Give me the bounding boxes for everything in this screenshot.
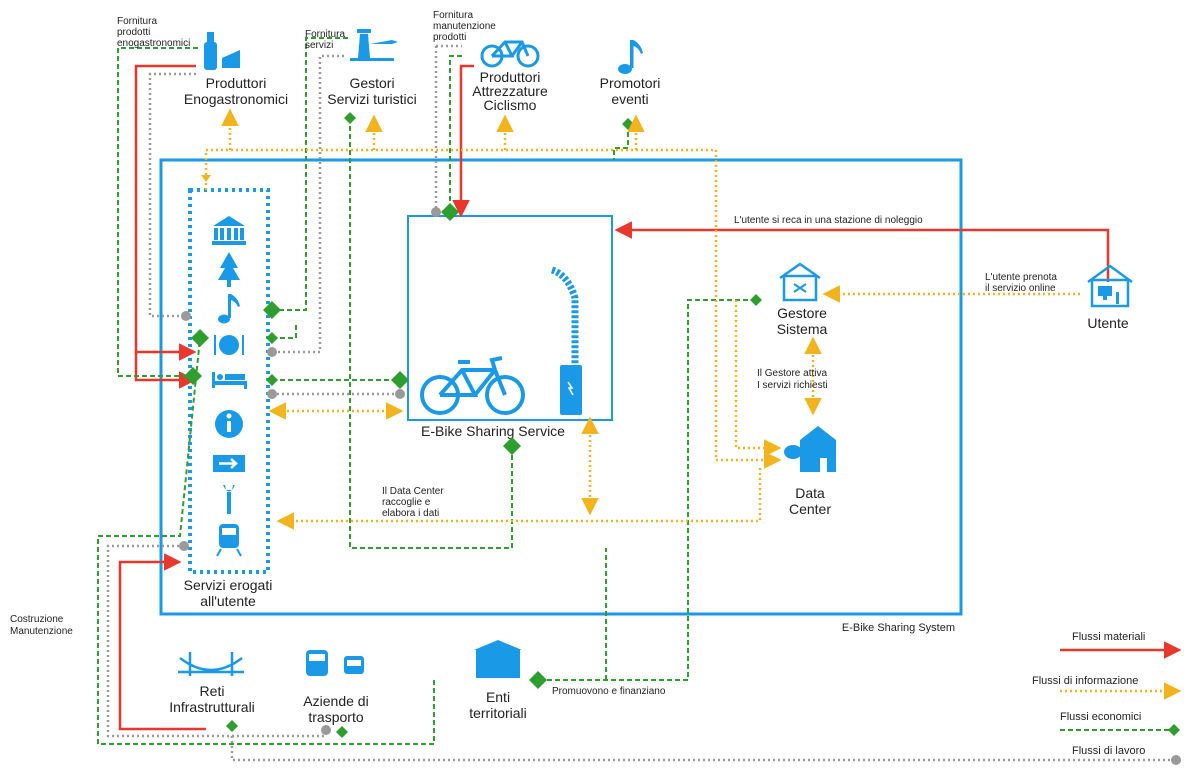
utente-prenota-2: il servizio online [985, 283, 1056, 294]
service-title: E-Bike Sharing Service [421, 423, 565, 439]
enti-label-2: territoriali [469, 705, 527, 721]
utente-stazione-note: L'utente si reca in una stazione di nole… [734, 215, 923, 226]
costruzione-2: Manutenzione [10, 626, 73, 637]
wrench-icon [223, 485, 235, 514]
promotori-label-1: Promotori [600, 75, 661, 91]
train-bus-icon [306, 650, 364, 676]
data-center-note-3: elabora i dati [382, 508, 439, 519]
reti-label-1: Reti [200, 683, 225, 699]
fornitura-man-1: Fornitura [433, 10, 473, 21]
economic-markers [194, 112, 762, 738]
cheese-icon [222, 50, 240, 68]
legend-work-marker [1171, 755, 1181, 765]
fornitura-eno-1: Fornitura [117, 16, 157, 27]
utente-prenota-1: L'utente prenota [985, 272, 1057, 283]
legend-work-label: Flussi di lavoro [1072, 745, 1145, 757]
museum-icon [212, 216, 246, 245]
enti-label-1: Enti [486, 689, 510, 705]
promotori-label-2: eventi [611, 91, 648, 107]
utente-label: Utente [1087, 315, 1128, 331]
legend: Flussi materiali Flussi di informazione … [1032, 631, 1182, 765]
data-center-label-2: Center [789, 501, 831, 517]
legend-economic-marker [1168, 724, 1180, 736]
produttori-eno-label-1: Produttori [206, 75, 267, 91]
bridge-icon [178, 652, 244, 676]
fornitura-man-3: prodotti [433, 32, 466, 43]
gestori-label-2: Servizi turistici [327, 91, 416, 107]
fornitura-eno-3: enogastronomici [117, 38, 190, 49]
fornitura-man-2: manutenzione [433, 21, 496, 32]
data-center-note-1: Il Data Center [382, 486, 444, 497]
aziende-label-1: Aziende di [303, 693, 368, 709]
legend-information-label: Flussi di informazione [1032, 675, 1138, 687]
building-icon [474, 640, 522, 678]
data-center-note-2: raccoglie e [382, 497, 431, 508]
system-boundary [159, 158, 963, 616]
gestore-label-2: Sistema [777, 321, 828, 337]
gestore-label-1: Gestore [777, 305, 827, 321]
services-title-2: all'utente [200, 593, 256, 609]
system-title: E-Bike Sharing System [842, 622, 955, 634]
produttori-eno-label-2: Enogastronomici [184, 91, 288, 107]
fornitura-servizi-1: Fornitura [305, 29, 345, 40]
data-center-label-1: Data [795, 485, 825, 501]
fornitura-servizi-2: servizi [305, 40, 333, 51]
train-icon [216, 524, 242, 557]
reti-label-2: Infrastrutturali [169, 699, 255, 715]
bicycle-small-icon [480, 40, 540, 68]
work-markers [179, 207, 441, 735]
promuovono-note: Promuovono e finanziano [552, 686, 666, 697]
music-note-big-icon [618, 40, 643, 74]
music-note-icon [218, 294, 240, 324]
lighthouse-plane-icon [350, 29, 398, 61]
sign-arrow-icon [213, 455, 245, 472]
restaurant-icon [214, 335, 244, 355]
tree-icon [218, 252, 240, 287]
charging-station-icon [550, 266, 582, 415]
bicycle-icon [420, 356, 525, 415]
gestore-attiva-2: I servizi richiesti [757, 380, 828, 391]
house-network-icon [779, 262, 821, 302]
house-computer-icon [1087, 264, 1133, 308]
info-arrow-down [201, 175, 211, 182]
info-icon [215, 410, 243, 438]
legend-economic-label: Flussi economici [1060, 711, 1141, 723]
house-cloud-icon [784, 426, 836, 472]
legend-material-label: Flussi materiali [1072, 631, 1145, 643]
gestore-attiva-1: Il Gestore attiva [757, 368, 827, 379]
fornitura-eno-2: prodotti [117, 27, 150, 38]
produttori-att-label-1: Produttori [480, 69, 541, 85]
gestori-label-1: Gestori [349, 75, 394, 91]
services-title-1: Servizi erogati [184, 577, 273, 593]
produttori-att-label-2: Attrezzature [472, 83, 548, 99]
costruzione-1: Costruzione [10, 614, 64, 625]
wine-bottle-icon [204, 32, 217, 70]
aziende-label-2: trasporto [308, 709, 363, 725]
produttori-att-label-3: Ciclismo [484, 97, 537, 113]
bed-icon [212, 372, 247, 389]
